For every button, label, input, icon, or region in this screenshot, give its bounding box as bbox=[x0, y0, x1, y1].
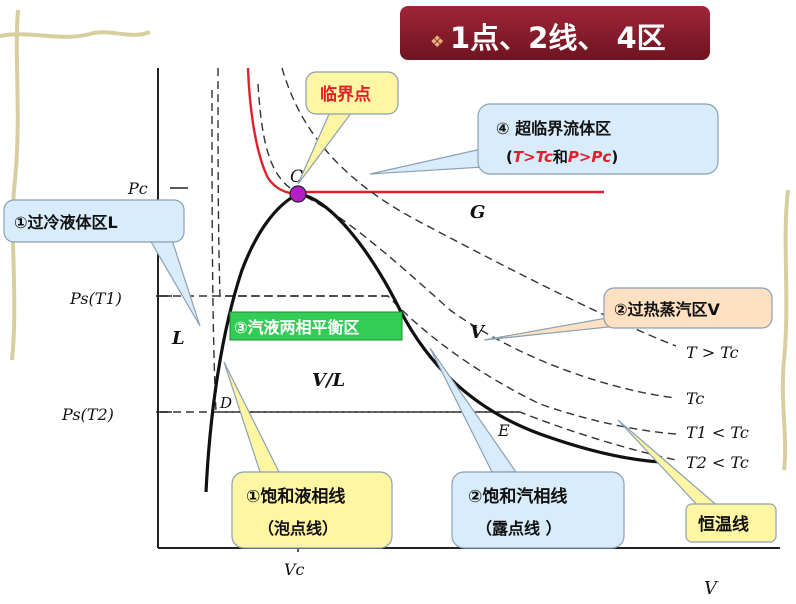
callout-sat-vapor bbox=[451, 471, 625, 549]
isotherm-t2 bbox=[211, 89, 677, 461]
point-label-v: V bbox=[470, 322, 486, 343]
header-bullet-icon: ❖ bbox=[430, 32, 444, 51]
isotherm-tc bbox=[257, 83, 677, 399]
point-label-g: G bbox=[470, 202, 485, 223]
callout-sat-vapor-line1: ②饱和汽相线 bbox=[468, 486, 567, 507]
callout-supercritical-line2: (T>Tc和P>Pc) bbox=[506, 148, 618, 166]
callout-isotherm-text: 恒温线 bbox=[698, 514, 749, 535]
point-label-e: E bbox=[497, 421, 510, 440]
two-phase-region-label: ③汽液两相平衡区 bbox=[234, 318, 360, 337]
decorative-vine-top-left bbox=[0, 30, 151, 39]
isotherm-label-t2: T2 < Tc bbox=[686, 453, 749, 472]
saturated-liquid-curve bbox=[204, 192, 299, 493]
callout-critical-point-text: 临界点 bbox=[320, 84, 371, 105]
critical-isotherm-curve bbox=[246, 67, 301, 196]
callout-sat-vapor-line2: （露点线 ） bbox=[476, 519, 562, 538]
callout-sat-liquid-pointer bbox=[223, 361, 283, 479]
y-tick-ps1: Ps(T1) bbox=[69, 289, 122, 308]
callout-supercritical bbox=[477, 103, 719, 175]
callout-isotherm bbox=[685, 503, 777, 543]
callout-subcooled bbox=[3, 199, 185, 243]
point-label-l: L bbox=[171, 328, 185, 349]
y-tick-pc: Pc bbox=[127, 179, 148, 198]
supercritical-open-paren: ( bbox=[506, 148, 513, 166]
isotherm-label-t1: T1 < Tc bbox=[686, 423, 749, 442]
isotherm-label-tc: Tc bbox=[686, 389, 704, 408]
supercritical-cond-t: T>Tc bbox=[513, 148, 553, 166]
isotherm-t1 bbox=[217, 67, 677, 435]
callout-subcooled-text: ①过冷液体区L bbox=[14, 213, 118, 232]
callout-critical-point bbox=[305, 71, 399, 115]
point-label-d: D bbox=[219, 394, 232, 412]
critical-point-marker bbox=[289, 185, 307, 203]
supercritical-and: 和 bbox=[553, 148, 568, 166]
callout-superheated-pointer bbox=[483, 315, 619, 341]
isotherm-t-gt-tc bbox=[281, 67, 677, 347]
supercritical-close-paren: ) bbox=[611, 148, 618, 166]
callout-sat-vapor-pointer bbox=[429, 347, 518, 473]
callout-superheated bbox=[603, 287, 773, 329]
header-bar bbox=[400, 6, 710, 60]
decorative-vine-right bbox=[780, 189, 790, 471]
y-tick-ps2: Ps(T2) bbox=[61, 405, 114, 424]
x-tick-vc: Vc bbox=[284, 560, 305, 579]
callout-sat-liquid-line2: （泡点线） bbox=[258, 519, 338, 538]
decorative-vine-left bbox=[10, 9, 20, 361]
callout-supercritical-line1: ④ 超临界流体区 bbox=[496, 119, 611, 138]
callout-critical-point-pointer bbox=[297, 111, 354, 185]
header-title: 1点、2线、 4区 bbox=[450, 21, 666, 55]
supercritical-cond-p: P>Pc bbox=[568, 148, 612, 166]
callout-sat-liquid bbox=[231, 471, 393, 549]
region-label-vl: V/L bbox=[312, 370, 345, 391]
x-axis-label: V bbox=[704, 578, 719, 599]
callout-superheated-text: ②过热蒸汽区V bbox=[614, 300, 721, 319]
isotherm-label-t-gt-tc: T > Tc bbox=[686, 343, 739, 362]
callout-sat-liquid-line1: ①饱和液相线 bbox=[246, 486, 345, 507]
two-phase-region-label-box bbox=[229, 311, 403, 341]
